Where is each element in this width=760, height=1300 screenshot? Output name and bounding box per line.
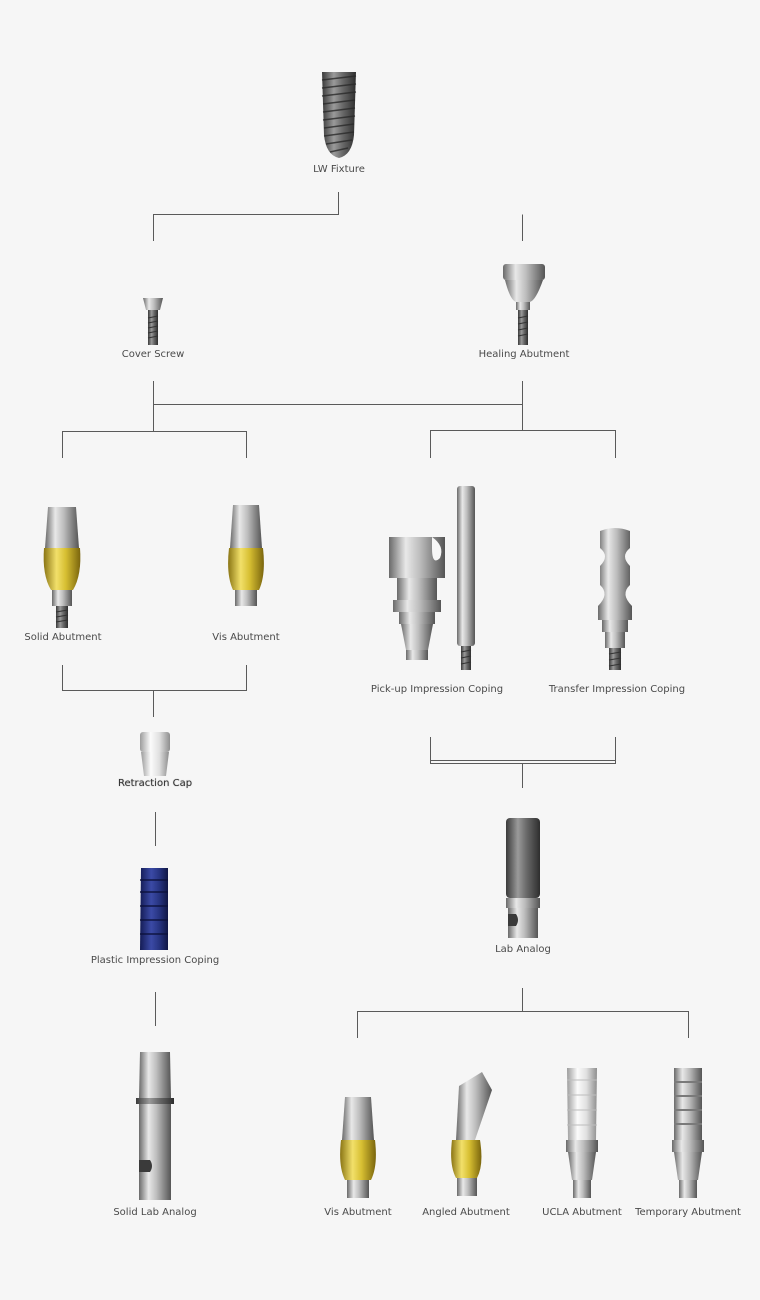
label-vis-abutment-bottom: Vis Abutment [324,1207,392,1218]
label-healing-abutment: Healing Abutment [478,349,570,360]
lw-fixture-image [321,72,357,158]
label-ucla-abutment: UCLA Abutment [542,1207,622,1218]
lab-analog-image [506,818,540,938]
label-transfer-impression-coping: Transfer Impression Coping [548,684,686,695]
pickup-impression-coping-image [389,486,475,670]
label-vis-abutment-left: Vis Abutment [212,632,280,643]
label-lw-fixture: LW Fixture [313,164,365,175]
label-angled-abutment: Angled Abutment [422,1207,510,1218]
connector-lines [62,192,689,1038]
label-temporary-abutment: Temporary Abutment [635,1207,741,1218]
vis-abutment-bottom-image [340,1097,376,1198]
label-lab-analog: Lab Analog [495,944,551,955]
label-retraction-cap: Retraction Cap [117,778,193,789]
temporary-abutment-image [672,1068,704,1198]
healing-abutment-image [503,264,545,345]
retraction-cap-image [140,732,170,776]
label-solid-lab-analog: Solid Lab Analog [113,1207,197,1218]
ucla-abutment-image [566,1068,598,1198]
solid-lab-analog-image [136,1052,174,1200]
solid-abutment-image [43,507,81,628]
label-pickup-impression-coping: Pick-up Impression Coping [370,684,504,695]
vis-abutment-left-image [228,505,264,606]
cover-screw-image [143,298,163,345]
label-plastic-impression-coping: Plastic Impression Coping [90,955,220,966]
label-solid-abutment: Solid Abutment [24,632,102,643]
angled-abutment-image [451,1072,492,1196]
label-cover-screw: Cover Screw [121,349,185,360]
plastic-impression-coping-image [140,868,168,950]
transfer-impression-coping-image [598,528,632,670]
